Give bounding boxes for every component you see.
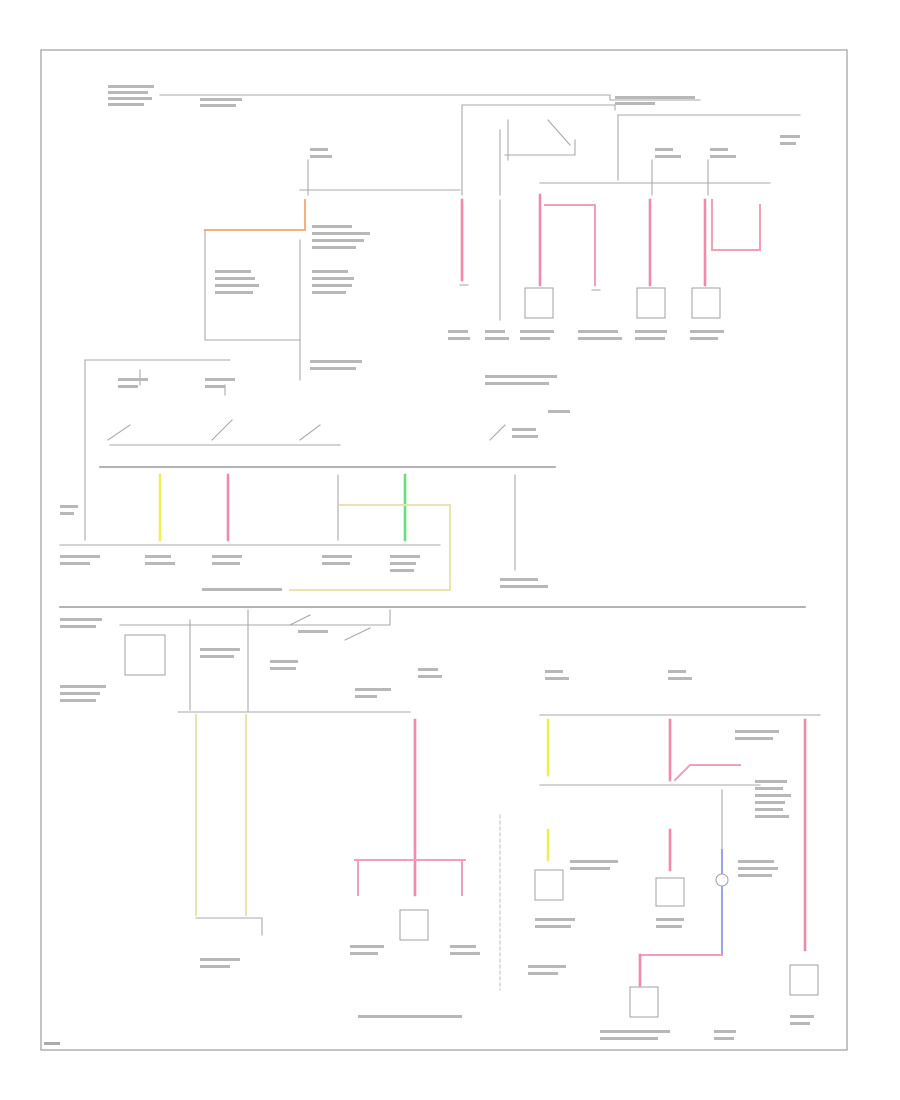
component-box [789, 964, 819, 996]
component-box [691, 287, 721, 319]
page-id-mark [44, 1042, 60, 1045]
indicator-lamp [715, 873, 729, 887]
component-box [636, 287, 666, 319]
top-section [108, 85, 801, 413]
bottom-section [59, 606, 821, 1040]
component-box [534, 869, 564, 901]
relay-box [124, 634, 166, 676]
component-box [524, 287, 554, 319]
middle-labels [60, 378, 548, 591]
component-box [399, 909, 429, 941]
bottom-labels [60, 618, 814, 1040]
diagram-frame [40, 49, 848, 1051]
top-labels [108, 85, 800, 413]
middle-section [59, 359, 556, 591]
component-box [655, 877, 685, 907]
component-box [629, 986, 659, 1018]
